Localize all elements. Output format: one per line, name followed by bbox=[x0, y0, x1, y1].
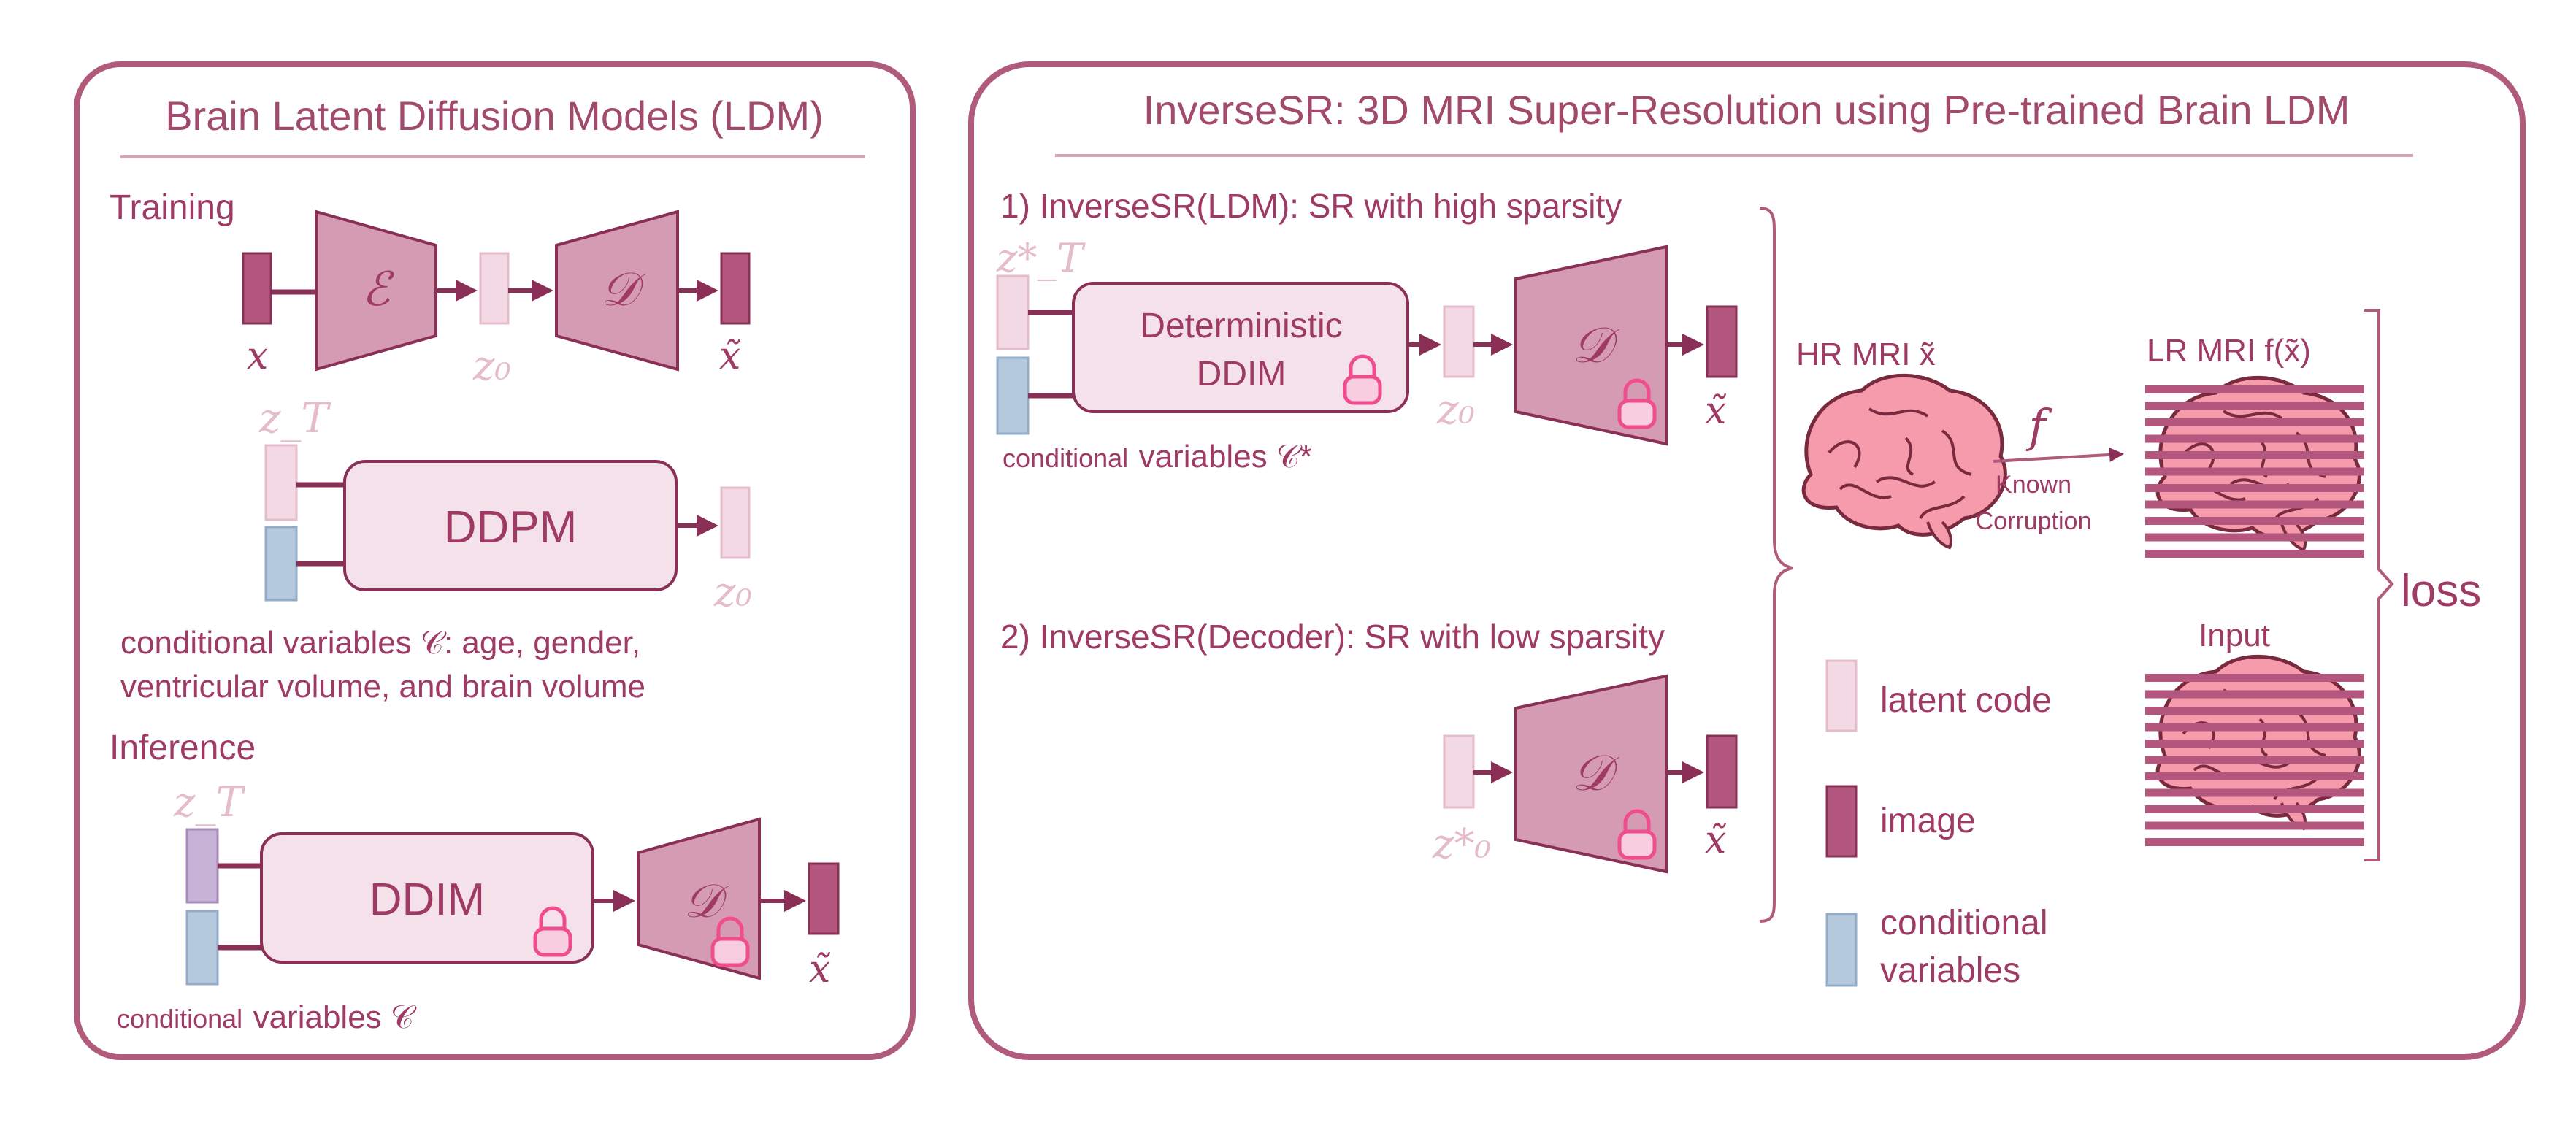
xtilde-label-method1: x̃ bbox=[1705, 389, 1727, 433]
conditional-ddpm bbox=[264, 526, 298, 602]
latent-zt-inference bbox=[185, 828, 219, 904]
xtilde-label-training: x̃ bbox=[719, 334, 741, 378]
output-xtilde-method1 bbox=[1706, 305, 1738, 378]
legend-conditional-line2: variables bbox=[1880, 951, 2020, 990]
sampling-stripe bbox=[2145, 484, 2364, 492]
sampling-stripe bbox=[2145, 550, 2364, 558]
xtilde-label-method2: x̃ bbox=[1705, 818, 1727, 862]
sampling-stripe bbox=[2145, 756, 2364, 764]
legend-conditional-swatch bbox=[1825, 913, 1858, 987]
left-panel-frame bbox=[74, 61, 916, 1060]
loss-bracket bbox=[2364, 309, 2394, 861]
known-label: Known bbox=[1996, 471, 2071, 499]
conditional-variables-line1: conditional variables 𝒞: age, gender, bbox=[120, 625, 640, 661]
sampling-stripe bbox=[2145, 451, 2364, 459]
ddim-label-right: DDIM bbox=[1197, 355, 1287, 393]
x-label: x bbox=[247, 334, 268, 378]
z0-label: z₀ bbox=[472, 342, 511, 390]
legend-image-label: image bbox=[1880, 802, 1976, 840]
sampling-stripe bbox=[2145, 772, 2364, 780]
sampling-stripe bbox=[2145, 740, 2364, 748]
corruption-label: Corruption bbox=[1976, 507, 2092, 535]
z0-label-right: z₀ bbox=[1436, 386, 1475, 434]
legend-latent-swatch bbox=[1825, 659, 1858, 732]
arrow-known-corruption bbox=[1993, 447, 2124, 463]
ddpm-label: DDPM bbox=[444, 502, 578, 553]
input-image-x bbox=[242, 252, 272, 325]
loss-label: loss bbox=[2401, 566, 2481, 616]
conditional-inference bbox=[185, 910, 219, 986]
encoder-block bbox=[315, 210, 437, 372]
sampling-stripe bbox=[2145, 467, 2364, 476]
conditional-variables-inference: conditional variables 𝒞 bbox=[117, 999, 417, 1035]
decoder-block-method2 bbox=[1514, 674, 1668, 874]
inference-label: Inference bbox=[110, 729, 256, 767]
method-brace bbox=[1759, 207, 1793, 923]
decoder-block-method1 bbox=[1514, 245, 1668, 446]
legend-latent-label: latent code bbox=[1880, 681, 2052, 720]
lr-brain-image bbox=[2145, 377, 2364, 558]
sampling-stripe bbox=[2145, 788, 2364, 797]
sampling-stripe bbox=[2145, 533, 2364, 542]
zt-star-label: z*_T bbox=[996, 235, 1086, 281]
sampling-stripe bbox=[2145, 723, 2364, 732]
deterministic-label: Deterministic bbox=[1140, 307, 1342, 345]
sampling-stripe bbox=[2145, 707, 2364, 715]
deterministic-ddim-block bbox=[1072, 282, 1409, 413]
sampling-stripe bbox=[2145, 690, 2364, 699]
zt-label-inference: z_T bbox=[173, 779, 246, 826]
sampling-stripe bbox=[2145, 805, 2364, 813]
conditional-variables-star: conditional variables 𝒞* bbox=[1003, 439, 1312, 475]
sampling-stripe bbox=[2145, 821, 2364, 830]
f-label: f bbox=[2026, 399, 2053, 453]
encoder-symbol: ℰ bbox=[362, 263, 395, 317]
sampling-stripe bbox=[2145, 385, 2364, 393]
sampling-stripe bbox=[2145, 402, 2364, 410]
sampling-stripe bbox=[2145, 838, 2364, 846]
output-xtilde-method2 bbox=[1706, 734, 1738, 809]
hr-mri-label: HR MRI x̃ bbox=[1796, 337, 1936, 372]
latent-zt-ddpm bbox=[264, 444, 298, 521]
latent-zt-star bbox=[996, 274, 1030, 350]
right-panel-title: InverseSR: 3D MRI Super-Resolution using… bbox=[1143, 87, 2350, 133]
input-label: Input bbox=[2199, 618, 2270, 653]
training-label: Training bbox=[110, 188, 235, 227]
method1-label: 1) InverseSR(LDM): SR with high sparsity bbox=[1000, 187, 1622, 225]
latent-z0-right bbox=[1443, 305, 1475, 378]
xtilde-label-inference: x̃ bbox=[809, 948, 831, 991]
right-panel-frame bbox=[968, 61, 2526, 1060]
latent-z0 bbox=[479, 252, 510, 325]
ddim-label: DDIM bbox=[369, 875, 485, 925]
sampling-stripe bbox=[2145, 418, 2364, 426]
output-image-xtilde bbox=[720, 252, 751, 325]
conditional-star bbox=[996, 356, 1030, 435]
output-image-xtilde-inference bbox=[808, 862, 840, 935]
z0-label-ddpm: z₀ bbox=[713, 569, 752, 616]
decoder-block-training bbox=[555, 210, 679, 372]
sampling-stripe bbox=[2145, 500, 2364, 509]
input-brain-image bbox=[2145, 656, 2364, 846]
sampling-stripe bbox=[2145, 434, 2364, 443]
sampling-stripe bbox=[2145, 517, 2364, 525]
legend-image-swatch bbox=[1825, 785, 1858, 858]
sampling-stripe bbox=[2145, 674, 2364, 682]
conditional-variables-line2: ventricular volume, and brain volume bbox=[120, 669, 645, 704]
latent-z0-star bbox=[1443, 734, 1475, 809]
z0-star-label: z*₀ bbox=[1432, 821, 1491, 868]
legend-conditional-line1: conditional bbox=[1880, 904, 2048, 942]
ddim-block bbox=[260, 832, 594, 964]
left-panel-title: Brain Latent Diffusion Models (LDM) bbox=[165, 93, 824, 139]
zt-label-ddpm: z_T bbox=[258, 395, 331, 442]
lr-mri-label: LR MRI f(x̃) bbox=[2147, 333, 2311, 369]
method2-label: 2) InverseSR(Decoder): SR with low spars… bbox=[1000, 618, 1665, 656]
latent-z0-ddpm bbox=[720, 486, 751, 559]
